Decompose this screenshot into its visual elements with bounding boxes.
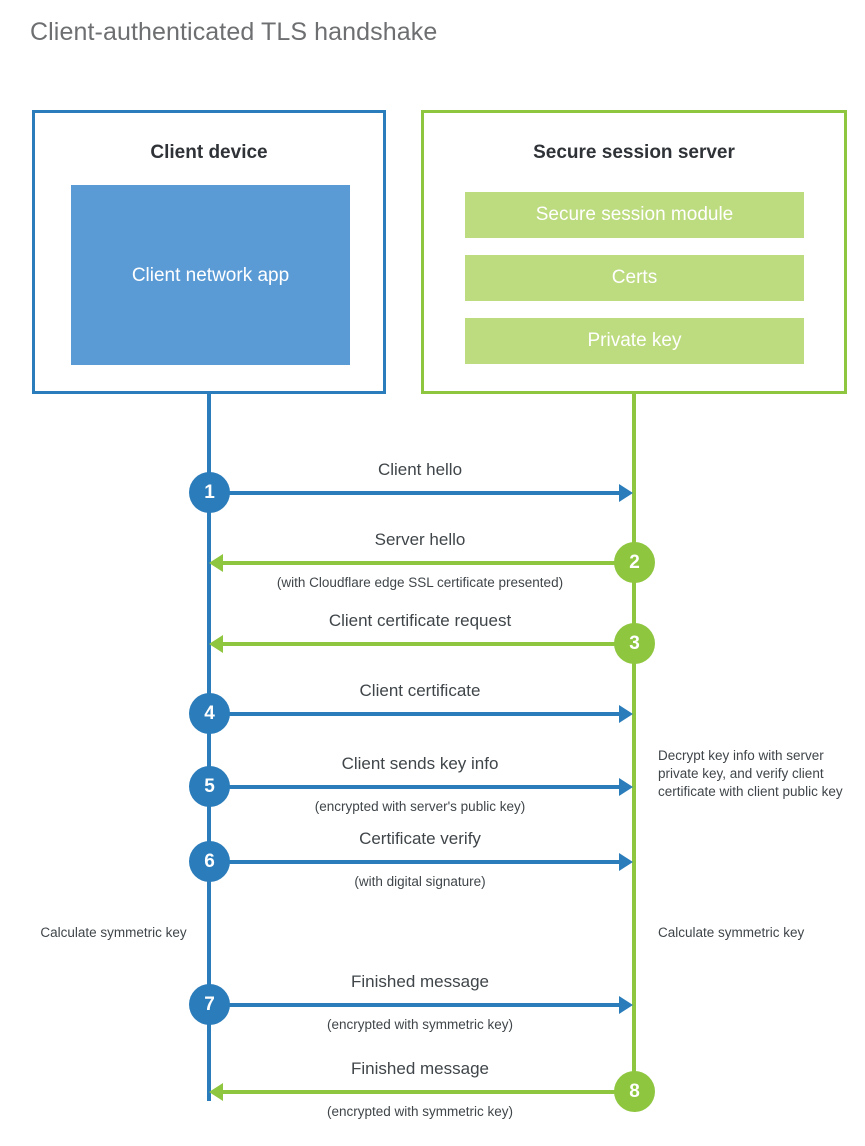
client-lifeline <box>207 393 211 1101</box>
step-badge-3: 3 <box>614 623 655 664</box>
message-sublabel-7: (encrypted with symmetric key) <box>326 1017 514 1032</box>
arrowhead-left-icon <box>209 635 223 653</box>
message-line-6 <box>209 860 621 864</box>
step-badge-4: 4 <box>189 693 230 734</box>
message-line-3 <box>223 642 634 646</box>
message-label-3: Client certificate request <box>328 611 512 630</box>
note-server-decrypt: Decrypt key info with server private key… <box>658 748 843 799</box>
arrowhead-right-icon <box>619 996 633 1014</box>
message-sublabel-2: (with Cloudflare edge SSL certificate pr… <box>276 575 564 590</box>
server-module-private-key: Private key <box>465 318 804 364</box>
message-line-8 <box>223 1090 634 1094</box>
secure-session-server-box: Secure session server Secure session mod… <box>421 110 847 394</box>
message-label-7: Finished message <box>351 972 489 991</box>
client-device-title: Client device <box>150 142 268 163</box>
message-label-2: Server hello <box>374 530 466 549</box>
server-module-certs: Certs <box>465 255 804 301</box>
server-module-secure-session-module: Secure session module <box>465 192 804 238</box>
page-title: Client-authenticated TLS handshake <box>30 18 438 46</box>
message-line-7 <box>209 1003 621 1007</box>
message-line-5 <box>209 785 621 789</box>
message-label-6: Certificate verify <box>359 829 481 848</box>
message-label-5: Client sends key info <box>341 754 499 773</box>
message-sublabel-5: (encrypted with server's public key) <box>314 799 526 814</box>
client-network-app-block: Client network app <box>71 185 350 365</box>
step-badge-8: 8 <box>614 1071 655 1112</box>
arrowhead-left-icon <box>209 1083 223 1101</box>
arrowhead-left-icon <box>209 554 223 572</box>
message-sublabel-6: (with digital signature) <box>354 874 486 889</box>
note-server-calculate-symmetric-key: Calculate symmetric key <box>658 925 805 940</box>
arrowhead-right-icon <box>619 484 633 502</box>
client-device-box: Client device Client network app <box>32 110 386 394</box>
arrowhead-right-icon <box>619 778 633 796</box>
message-label-8: Finished message <box>351 1059 489 1078</box>
server-lifeline <box>632 393 636 1093</box>
message-sublabel-8: (encrypted with symmetric key) <box>326 1104 514 1119</box>
arrowhead-right-icon <box>619 853 633 871</box>
step-badge-2: 2 <box>614 542 655 583</box>
step-badge-7: 7 <box>189 984 230 1025</box>
message-label-4: Client certificate <box>359 681 481 700</box>
message-line-2 <box>223 561 634 565</box>
message-line-4 <box>209 712 621 716</box>
note-client-calculate-symmetric-key: Calculate symmetric key <box>40 925 187 940</box>
step-badge-5: 5 <box>189 766 230 807</box>
secure-session-server-title: Secure session server <box>533 142 735 163</box>
step-badge-6: 6 <box>189 841 230 882</box>
message-line-1 <box>209 491 621 495</box>
arrowhead-right-icon <box>619 705 633 723</box>
message-label-1: Client hello <box>377 460 463 479</box>
step-badge-1: 1 <box>189 472 230 513</box>
